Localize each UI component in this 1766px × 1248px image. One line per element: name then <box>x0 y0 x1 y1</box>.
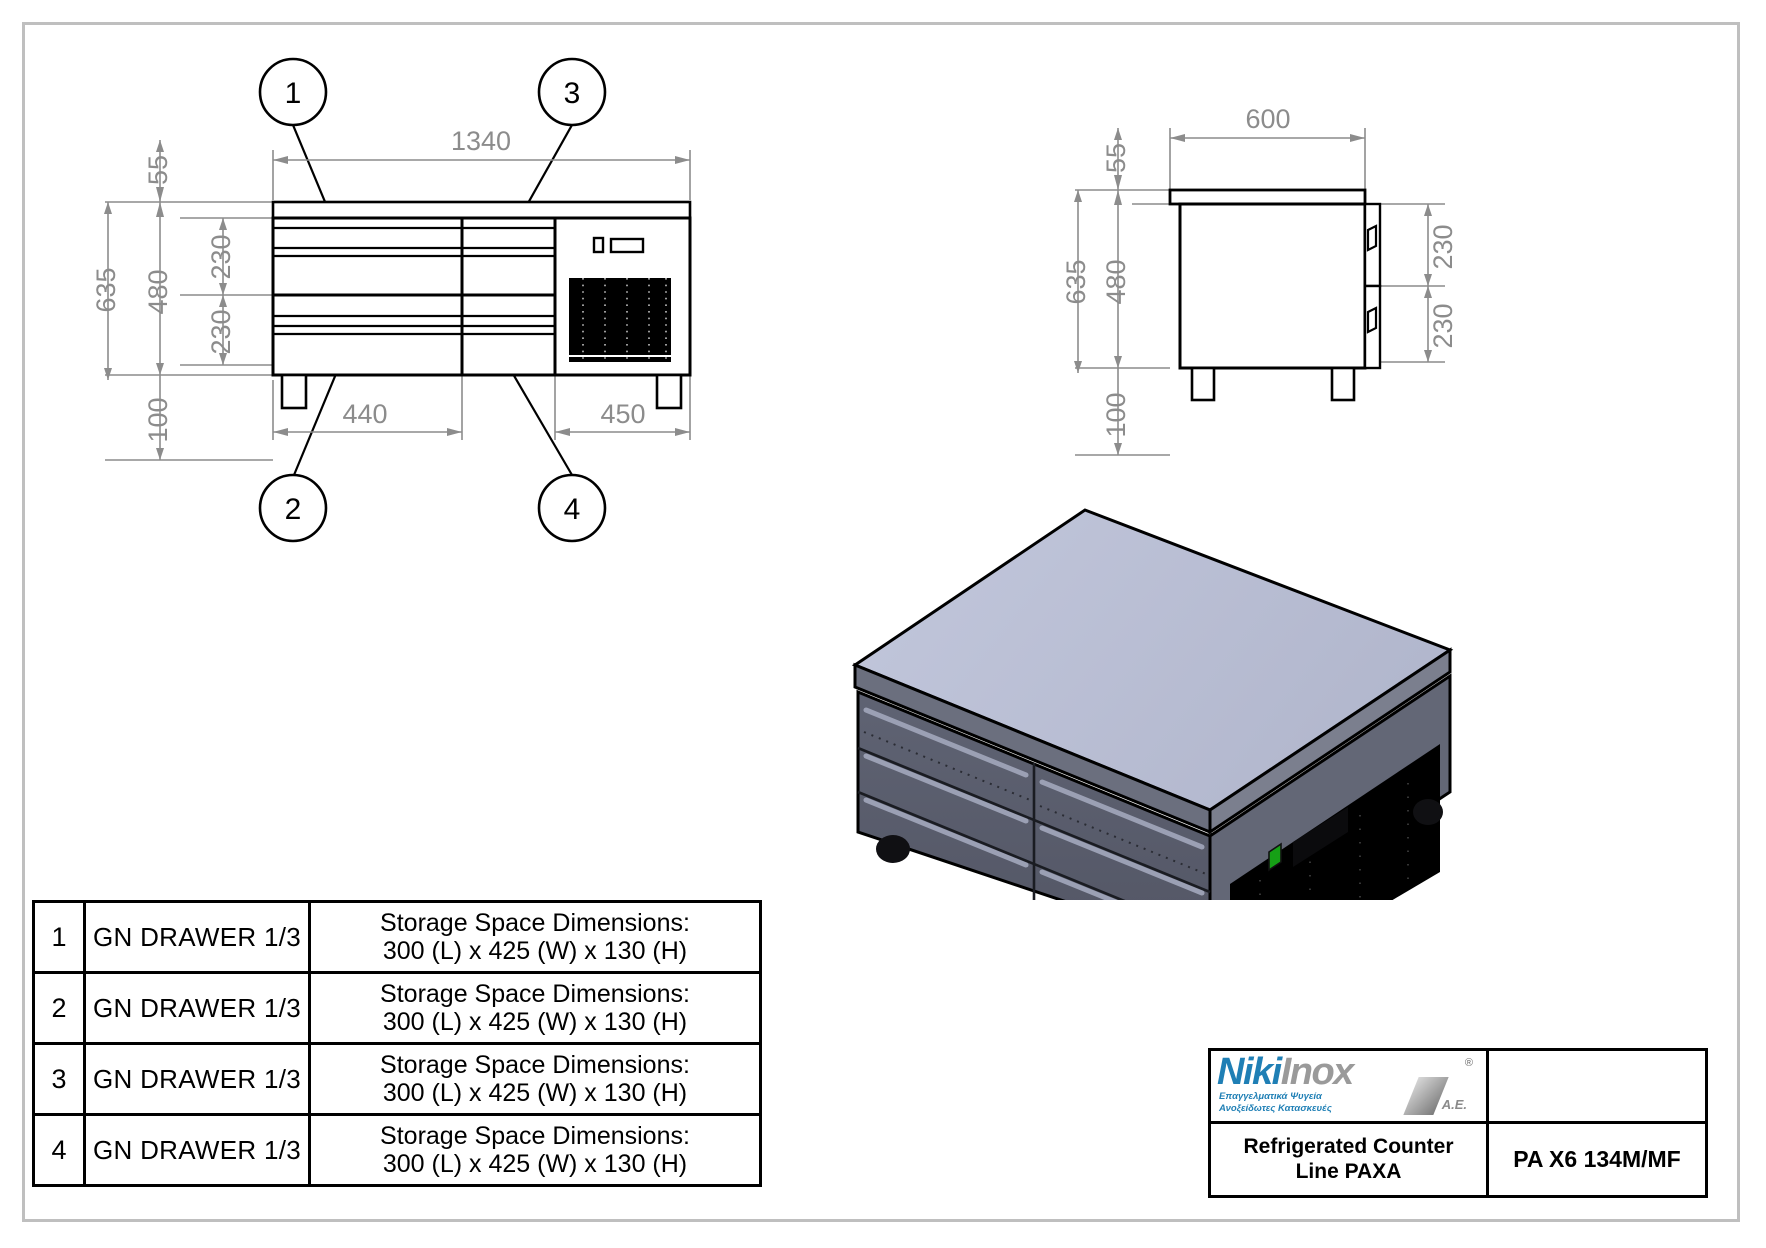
front-control-panel <box>592 236 645 254</box>
part-name: GN DRAWER 1/3 <box>86 903 311 971</box>
parts-table: 1 GN DRAWER 1/3 Storage Space Dimensions… <box>32 900 762 1187</box>
table-row[interactable]: 4 GN DRAWER 1/3 Storage Space Dimensions… <box>35 1116 759 1184</box>
dim-front-bank-width: 440 <box>342 399 387 429</box>
logo-subtitle-line1: Επαγγελματικά Ψυγεία <box>1219 1091 1322 1102</box>
dim-front-width: 1340 <box>451 126 511 156</box>
dim-front-leg-height: 100 <box>143 397 173 442</box>
front-view-drawing: 1 3 2 4 <box>91 57 692 543</box>
part-number: 3 <box>35 1045 86 1113</box>
part-number: 1 <box>35 903 86 971</box>
table-row[interactable]: 2 GN DRAWER 1/3 Storage Space Dimensions… <box>35 974 759 1045</box>
part-desc-line2: 300 (L) x 425 (W) x 130 (H) <box>382 1008 688 1036</box>
title-block-blank-cell <box>1489 1051 1705 1121</box>
part-desc-line2: 300 (L) x 425 (W) x 130 (H) <box>382 1150 688 1178</box>
part-description: Storage Space Dimensions: 300 (L) x 425 … <box>311 974 759 1042</box>
iso-right-face <box>1208 673 1452 900</box>
logo-brand-niki: Niki <box>1217 1051 1282 1093</box>
part-name: GN DRAWER 1/3 <box>86 1116 311 1184</box>
product-line-1: Refrigerated Counter <box>1243 1135 1454 1159</box>
dim-front-top-thickness: 55 <box>143 155 173 185</box>
dim-front-overall-height: 635 <box>91 267 121 312</box>
company-logo-cell: NikiInox ® Επαγγελματικά Ψυγεία Ανοξείδω… <box>1211 1051 1489 1121</box>
title-block-top-row: NikiInox ® Επαγγελματικά Ψυγεία Ανοξείδω… <box>1211 1051 1705 1124</box>
balloon-4[interactable]: 4 <box>537 473 607 543</box>
dim-side-overall-height: 635 <box>1061 259 1091 304</box>
title-block-bottom-row: Refrigerated Counter Line PAXA PA X6 134… <box>1211 1124 1705 1195</box>
part-name: GN DRAWER 1/3 <box>86 1045 311 1113</box>
dim-front-drawer-upper: 230 <box>206 234 236 279</box>
dim-front-drawer-lower: 230 <box>206 309 236 354</box>
part-name: GN DRAWER 1/3 <box>86 974 311 1042</box>
compressor-grille-icon <box>569 278 671 362</box>
title-block: NikiInox ® Επαγγελματικά Ψυγεία Ανοξείδω… <box>1208 1048 1708 1198</box>
dim-front-cabinet-height: 480 <box>143 269 173 314</box>
side-dimension-lines <box>1075 128 1445 456</box>
part-description: Storage Space Dimensions: 300 (L) x 425 … <box>311 1116 759 1184</box>
iso-view-drawing <box>851 508 1454 900</box>
logo-suffix-ae: A.E. <box>1441 1097 1467 1112</box>
side-cabinet-body <box>1168 188 1382 402</box>
logo-subtitle-line2: Ανοξείδωτες Κατασκευές <box>1219 1102 1332 1114</box>
dim-front-compressor-width: 450 <box>600 399 645 429</box>
model-code: PA X6 134M/MF <box>1513 1146 1681 1172</box>
table-row[interactable]: 3 GN DRAWER 1/3 Storage Space Dimensions… <box>35 1045 759 1116</box>
part-desc-line1: Storage Space Dimensions: <box>380 1122 690 1150</box>
dimension-lines <box>105 140 691 461</box>
dim-side-cabinet-height: 480 <box>1101 259 1131 304</box>
logo-wordmark: NikiInox <box>1217 1051 1355 1093</box>
iso-leg-left <box>876 835 910 863</box>
part-number: 2 <box>35 974 86 1042</box>
part-number: 4 <box>35 1116 86 1184</box>
part-desc-line1: Storage Space Dimensions: <box>380 909 690 937</box>
dim-side-top-thickness: 55 <box>1101 143 1131 173</box>
table-row[interactable]: 1 GN DRAWER 1/3 Storage Space Dimensions… <box>35 903 759 974</box>
iso-controller-display <box>1293 807 1348 867</box>
logo-brand-inox: Inox <box>1280 1051 1355 1093</box>
balloon-4-label: 4 <box>564 493 581 526</box>
iso-drawer-lines <box>857 746 1211 900</box>
dim-side-drawer-lower: 230 <box>1428 303 1458 348</box>
part-description: Storage Space Dimensions: 300 (L) x 425 … <box>311 1045 759 1113</box>
side-dimension-arrowheads <box>1074 128 1432 455</box>
product-description: Refrigerated Counter Line PAXA <box>1211 1124 1489 1195</box>
balloon-1[interactable]: 1 <box>258 57 328 127</box>
part-description: Storage Space Dimensions: 300 (L) x 425 … <box>311 903 759 971</box>
balloon-3[interactable]: 3 <box>537 57 607 127</box>
logo-subtitle: Επαγγελματικά Ψυγεία Ανοξείδωτες Κατασκε… <box>1219 1091 1332 1114</box>
balloon-2[interactable]: 2 <box>258 473 328 543</box>
part-desc-line2: 300 (L) x 425 (W) x 130 (H) <box>382 1079 688 1107</box>
nikiinox-logo: NikiInox ® Επαγγελματικά Ψυγεία Ανοξείδω… <box>1217 1051 1475 1117</box>
part-desc-line1: Storage Space Dimensions: <box>380 1051 690 1079</box>
iso-drawer-handles <box>863 707 1205 900</box>
registered-trademark-icon: ® <box>1464 1057 1473 1069</box>
iso-worktop-edge-right <box>1208 647 1452 835</box>
sheet-border <box>22 22 1740 1222</box>
dim-side-drawer-upper: 230 <box>1428 224 1458 269</box>
iso-drawer-gaps <box>863 731 1207 875</box>
part-desc-line1: Storage Space Dimensions: <box>380 980 690 1008</box>
part-desc-line2: 300 (L) x 425 (W) x 130 (H) <box>382 937 688 965</box>
dim-side-leg-height: 100 <box>1101 392 1131 437</box>
balloon-2-label: 2 <box>285 493 302 526</box>
iso-leg-right <box>1413 799 1443 825</box>
iso-led-indicator <box>1268 842 1282 872</box>
balloon-3-label: 3 <box>564 77 581 110</box>
side-view-drawing: 600 55 635 480 100 230 230 <box>1061 104 1458 456</box>
balloon-1-label: 1 <box>285 77 302 110</box>
product-line-2: Line PAXA <box>1295 1159 1402 1183</box>
dim-side-depth: 600 <box>1245 104 1290 134</box>
dimension-arrowheads <box>104 140 690 460</box>
